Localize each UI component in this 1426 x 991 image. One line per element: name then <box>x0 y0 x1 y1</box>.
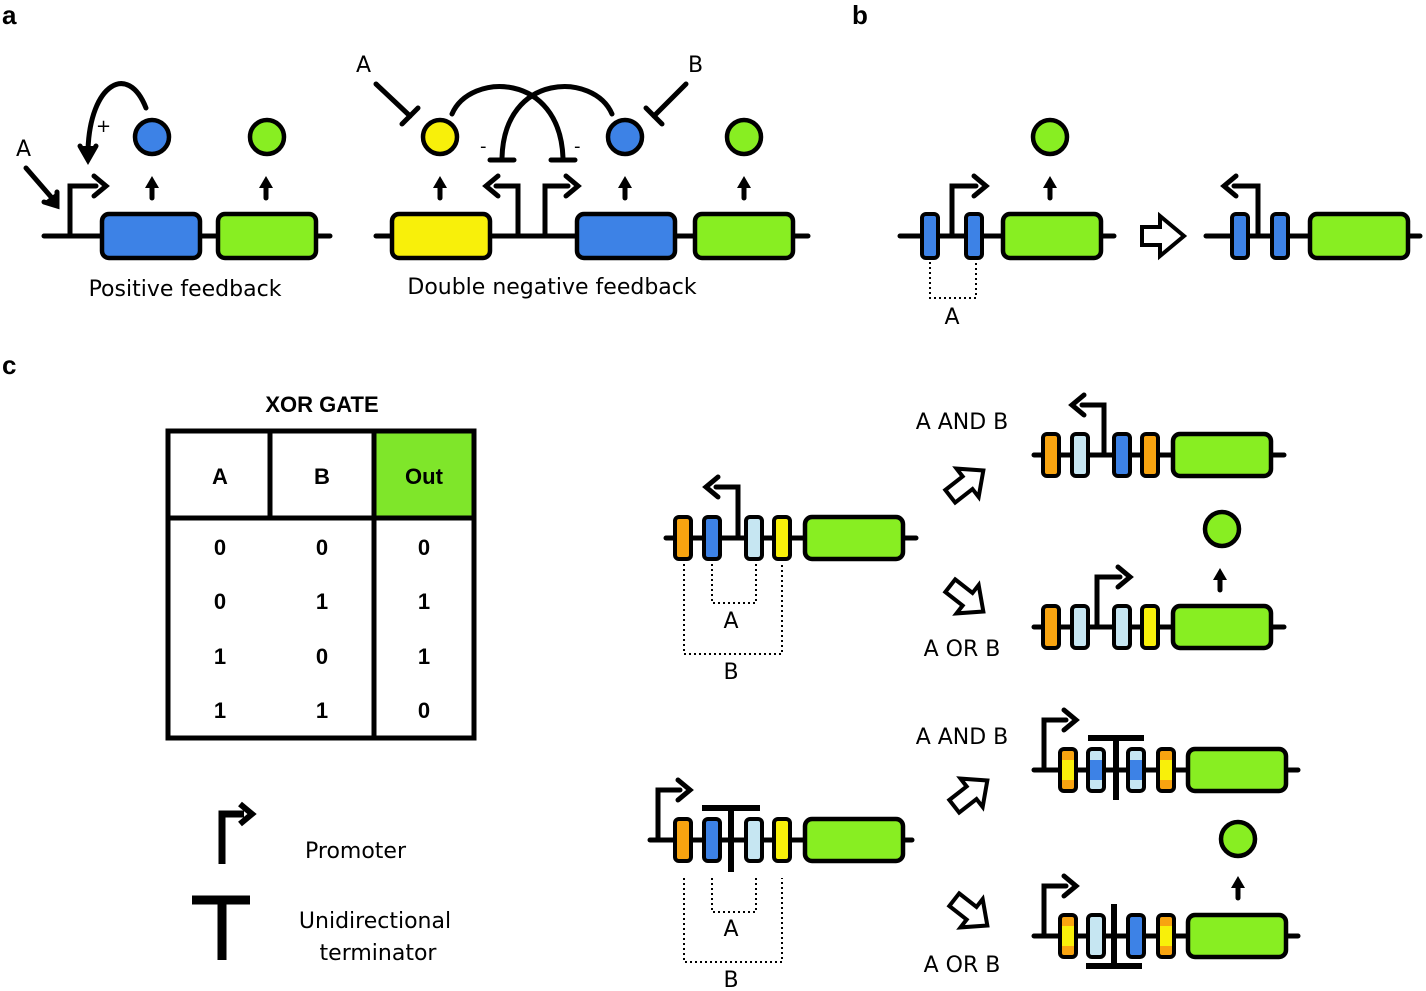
top-input-construct <box>663 474 919 655</box>
pf-sign: + <box>96 116 111 137</box>
terminator-icon <box>192 895 250 960</box>
blue-site <box>964 212 984 260</box>
table-cell: 1 <box>418 589 430 614</box>
dnf-input-b: B <box>688 53 703 78</box>
hollow-arrow-icon <box>946 776 990 816</box>
hollow-arrow-icon <box>1140 211 1188 261</box>
table-cell: 1 <box>214 698 226 723</box>
dnf-caption: Double negative feedback <box>407 275 696 300</box>
bottom-input-construct <box>647 777 915 963</box>
table-header-b: B <box>314 464 330 489</box>
green-protein <box>724 117 764 157</box>
hollow-arrow-icon <box>946 890 990 930</box>
table-cell: 0 <box>214 589 226 614</box>
table-header-out: Out <box>405 464 444 489</box>
bottom-range-b: B <box>723 968 738 991</box>
up-arrow-icon <box>259 176 273 188</box>
top-range-b: B <box>723 660 738 685</box>
up-arrow-icon <box>1043 176 1057 188</box>
promoter-icon <box>218 801 257 864</box>
green-protein <box>247 117 287 157</box>
table-header-a: A <box>212 464 228 489</box>
green-gene <box>215 211 319 261</box>
up-arrow-icon <box>433 176 447 188</box>
green-protein <box>1030 117 1070 157</box>
xor-table-grid <box>165 428 477 741</box>
pf-caption: Positive feedback <box>89 277 282 302</box>
up-arrow-icon <box>145 176 159 188</box>
bottom-or-result <box>1031 819 1301 969</box>
panel-label-a: a <box>2 0 17 30</box>
up-arrow-icon <box>618 176 632 188</box>
legend-terminator-line1: Unidirectional <box>299 909 451 934</box>
top-or-label: A OR B <box>924 637 1001 662</box>
table-cell: 1 <box>316 589 328 614</box>
blue-protein <box>605 117 645 157</box>
out-header-fill <box>374 431 474 518</box>
bottom-and-result <box>1031 707 1301 800</box>
table-cell: 0 <box>316 644 328 669</box>
green-gene <box>692 211 796 261</box>
dnf-sign-left: - <box>480 136 487 157</box>
panel-label-c: c <box>2 350 16 380</box>
dnf-sign-right: - <box>574 136 581 157</box>
top-and-label: A AND B <box>916 410 1009 435</box>
table-cell: 1 <box>316 698 328 723</box>
table-cell: 0 <box>418 535 430 560</box>
range-bracket <box>929 262 977 299</box>
yellow-protein <box>420 117 460 157</box>
top-range-a: A <box>723 609 738 634</box>
pf-input-label: A <box>16 137 31 162</box>
table-cell: 0 <box>214 535 226 560</box>
blue-protein <box>132 117 172 157</box>
green-gene <box>1307 211 1411 261</box>
blue-gene <box>99 211 203 261</box>
hollow-arrow-icon <box>942 576 986 616</box>
top-or-result <box>1031 509 1287 651</box>
green-gene <box>1000 211 1104 261</box>
up-arrow-icon <box>737 176 751 188</box>
blue-gene <box>574 211 678 261</box>
legend-promoter-label: Promoter <box>305 839 407 864</box>
bottom-or-label: A OR B <box>924 953 1001 978</box>
top-and-result <box>1031 392 1287 479</box>
panel-label-b: b <box>852 0 868 30</box>
blue-site <box>920 212 940 260</box>
blue-site <box>1230 212 1250 260</box>
hollow-arrow-icon <box>942 466 986 506</box>
table-cell: 0 <box>316 535 328 560</box>
b-range-label: A <box>944 305 959 330</box>
table-cell: 1 <box>214 644 226 669</box>
dnf-input-a: A <box>356 53 371 78</box>
bottom-and-label: A AND B <box>916 725 1009 750</box>
legend-terminator-line2: terminator <box>320 941 438 966</box>
table-cell: 1 <box>418 644 430 669</box>
xor-title: XOR GATE <box>265 392 378 417</box>
bottom-range-a: A <box>723 917 738 942</box>
yellow-gene <box>389 211 493 261</box>
blue-site <box>1270 212 1290 260</box>
table-cell: 0 <box>418 698 430 723</box>
